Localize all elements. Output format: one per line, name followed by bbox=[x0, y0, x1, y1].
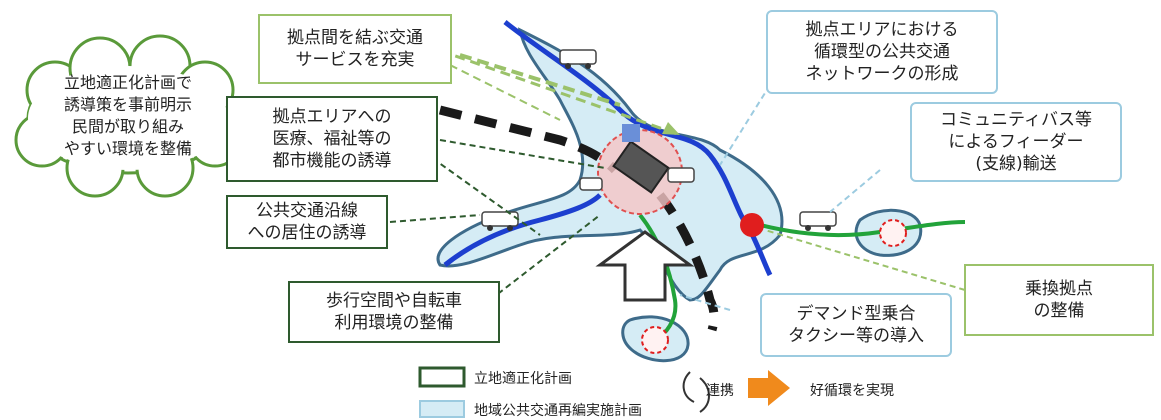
bus-route-west bbox=[443, 193, 602, 267]
callout-service: 拠点間を結ぶ交通 サービスを充実 bbox=[258, 14, 452, 84]
leader-community bbox=[829, 169, 881, 213]
callout-community: コミュニティバス等 によるフィーダー (支線)輸送 bbox=[910, 102, 1122, 182]
callout-walk: 歩行空間や自転車 利用環境の整備 bbox=[288, 281, 500, 343]
callout-residence: 公共交通沿線 への居住の誘導 bbox=[226, 195, 388, 249]
leader-residence bbox=[389, 214, 481, 223]
bus-icon bbox=[559, 49, 597, 69]
legend-link: 連携 bbox=[706, 383, 734, 399]
legend-location-plan-swatch bbox=[418, 366, 466, 388]
bus-icon bbox=[667, 167, 695, 183]
callout-transfer: 乗換拠点 の整備 bbox=[964, 264, 1154, 336]
cycle-arrows-icon bbox=[682, 371, 710, 413]
legend-transit-plan-swatch bbox=[419, 400, 465, 418]
callout-urban: 拠点エリアへの 医療、福祉等の 都市機能の誘導 bbox=[226, 96, 438, 182]
feeder-line-east bbox=[759, 220, 966, 238]
railway-west bbox=[438, 105, 619, 174]
leader-service-3 bbox=[449, 64, 561, 121]
cloud-fill bbox=[28, 66, 228, 170]
callout-demand: デマンド型乗合 タクシー等の導入 bbox=[760, 293, 952, 357]
leader-transfer bbox=[764, 229, 966, 291]
legend-result: 好循環を実現 bbox=[810, 383, 894, 399]
leader-demand bbox=[679, 294, 731, 311]
leader-urban-2 bbox=[399, 134, 541, 236]
legend-transit-plan: 地域公共交通再編実施計画 bbox=[474, 403, 642, 419]
legend-location-plan: 立地適正化計画 bbox=[474, 371, 572, 387]
leader-urban bbox=[439, 139, 606, 169]
bus-icon bbox=[579, 177, 603, 191]
satellite-hub-south bbox=[641, 326, 669, 354]
railway-south bbox=[656, 192, 719, 332]
arrowhead bbox=[662, 122, 680, 135]
cloud-text: 立地適正化計画で 誘導策を事前明示 民間が取り組み やすい環境を整備 bbox=[63, 73, 192, 158]
leader-service-2 bbox=[459, 53, 621, 107]
leader-walk bbox=[489, 214, 601, 301]
bus-icon bbox=[799, 211, 837, 231]
station-icon bbox=[612, 140, 670, 194]
transfer-point bbox=[740, 213, 764, 237]
callout-loop: 拠点エリアにおける 循環型の公共交通 ネットワークの形成 bbox=[766, 10, 998, 94]
leader-loop bbox=[719, 84, 771, 166]
orange-arrow-icon bbox=[748, 370, 790, 406]
satellite-hub-east bbox=[879, 219, 907, 247]
building-icon bbox=[622, 124, 640, 142]
up-arrow-icon bbox=[595, 230, 695, 302]
bus-icon bbox=[481, 211, 519, 231]
